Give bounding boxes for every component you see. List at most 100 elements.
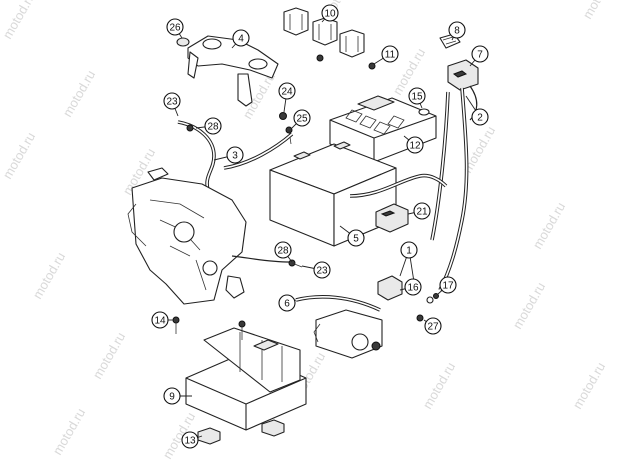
part-24-25-terminals [279,112,293,145]
callout-number: 5 [353,234,359,245]
callout-circle [151,311,169,329]
watermark-text: motod.ru [0,130,38,182]
frame-engine-area [127,167,247,305]
callout-23: 23 [163,92,181,110]
callout-21: 21 [413,202,431,220]
callout-number: 21 [416,207,428,218]
part-6-wire [295,295,381,312]
callout-25: 25 [293,109,311,127]
callout-17: 17 [439,276,457,294]
callout-circle [278,82,296,100]
part-11-nut-b [316,54,324,62]
callout-16: 16 [404,278,422,296]
watermark-text: motod.ru [530,200,569,252]
callout-number: 7 [477,50,483,61]
callout-number: 28 [207,122,219,133]
callout-circle [232,29,250,47]
callout-24: 24 [278,82,296,100]
callout-28: 28 [274,241,292,259]
part-10-caps [283,7,365,58]
callout-1: 1 [400,241,418,259]
callout-3: 3 [226,146,244,164]
watermark-text: motod.ru [60,68,99,120]
watermark-text: motod.ru [0,0,38,41]
callout-circle [408,87,426,105]
callout-circle [166,18,184,36]
callout-circle [448,21,466,39]
callout-5: 5 [347,229,365,247]
callout-2: 2 [471,108,489,126]
part-3-cable [177,120,448,198]
callout-circle [347,229,365,247]
callout-number: 3 [232,151,238,162]
callout-8: 8 [448,21,466,39]
callout-number: 28 [277,246,289,257]
callout-number: 23 [316,266,328,277]
callout-number: 17 [442,281,454,292]
callout-12: 12 [406,136,424,154]
callout-number: 1 [406,246,412,257]
callout-number: 27 [427,322,439,333]
callout-number: 10 [324,9,336,20]
callout-number: 2 [477,113,483,124]
callout-number: 26 [169,23,181,34]
callout-23: 23 [313,261,331,279]
callout-circle [204,117,222,135]
callout-circle [400,241,418,259]
watermark-text: motod.ru [570,360,609,412]
callout-circle [293,109,311,127]
callout-circle [313,261,331,279]
callout-27: 27 [424,317,442,335]
part-9-battery-tray [185,327,307,431]
callout-15: 15 [408,87,426,105]
callout-6: 6 [278,294,296,312]
callout-circle [274,241,292,259]
callout-28: 28 [204,117,222,135]
callout-circle [321,4,339,22]
watermark-text: motod.ru [420,360,459,412]
callout-number: 14 [154,316,166,327]
callout-number: 9 [169,392,175,403]
part-15-spacer [418,108,430,116]
callout-14: 14 [151,311,169,329]
callout-9: 9 [163,387,181,405]
part-16-starter-relay [313,275,403,359]
callout-circle [181,431,199,449]
watermark-text: motod.ru [90,330,129,382]
callout-number: 16 [407,283,419,294]
callout-circle [471,45,489,63]
callout-11: 11 [381,45,399,63]
callout-circle [163,92,181,110]
callout-number: 11 [385,50,396,61]
callout-4: 4 [232,29,250,47]
part-2-harness [430,85,478,291]
part-17-nut [426,293,439,304]
callout-circle [471,108,489,126]
part-26-bushing [176,37,190,47]
watermark-text: motod.ru [510,280,549,332]
callout-number: 15 [411,92,423,103]
watermark-text: motod.ru [30,250,69,302]
callout-circle [226,146,244,164]
part-7-relay [447,59,479,91]
callout-10: 10 [321,4,339,22]
part-4-bracket [187,35,279,107]
callout-circle [439,276,457,294]
part-27-nut [416,314,424,322]
callout-number: 6 [284,299,290,310]
callout-number: 24 [281,87,293,98]
callout-circle [406,136,424,154]
callout-circle [163,387,181,405]
callout-circle [404,278,422,296]
callout-number: 4 [238,34,244,45]
callout-number: 13 [184,436,196,447]
part-28-ground-wire [186,124,303,268]
callout-circle [278,294,296,312]
callout-26: 26 [166,18,184,36]
part-21-mount [375,203,409,233]
watermark-text: motod.ru [50,406,89,458]
part-11-nut [368,62,376,70]
callout-number: 8 [454,26,460,37]
